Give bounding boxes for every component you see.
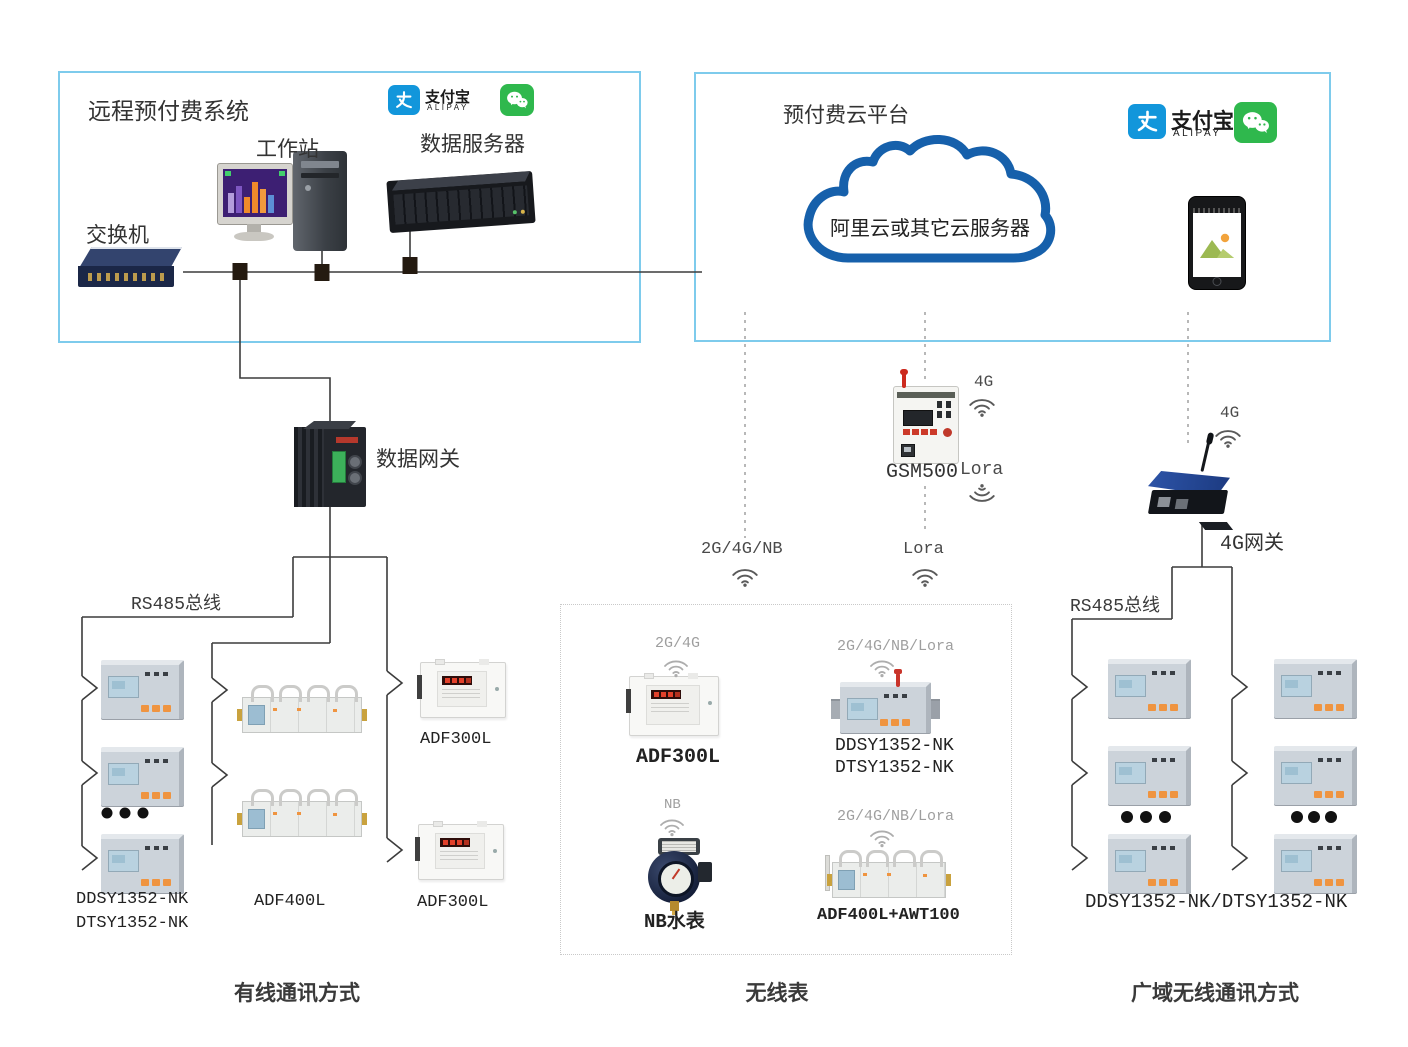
alipay-wordmark: 支付宝 [1171, 110, 1234, 133]
wireless-section-caption: 无线表 [745, 982, 809, 1005]
alipay-icon [1128, 104, 1166, 139]
data-gateway-label: 数据网关 [376, 447, 460, 471]
gsm-lora-wifi-icon [966, 483, 998, 507]
data-server [386, 170, 536, 234]
gsm-lora-label: Lora [960, 460, 1004, 480]
wan-section-caption: 广域无线通讯方式 [1131, 982, 1299, 1005]
lora-link-wifi-icon [909, 564, 941, 588]
nb-water-meter-label: NB水表 [644, 911, 705, 933]
ddsy-meter [1274, 746, 1357, 805]
rs485-bus-label-left: RS485总线 [131, 595, 222, 615]
ddsy-wireless-model-2: DTSY1352-NK [835, 758, 954, 778]
wired-section-caption: 有线通讯方式 [234, 982, 360, 1005]
workstation-label: 工作站 [256, 137, 319, 161]
adf300l-meter [417, 659, 506, 718]
adf400l-awt100-label: ADF400L+AWT100 [817, 906, 960, 925]
adf300l-label: ADF300L [420, 730, 492, 749]
gsm-4g-label: 4G [974, 373, 994, 391]
ddsy-meter [1108, 659, 1191, 718]
rs485-bus-label-right: RS485总线 [1070, 597, 1161, 617]
ddsy-wireless-model-1: DDSY1352-NK [835, 736, 954, 756]
wechat-icon [500, 84, 534, 116]
ddsy-wifi-icon [867, 656, 897, 678]
system-box-title: 远程预付费系统 [88, 99, 249, 125]
nb-wifi-icon [657, 815, 687, 837]
wireless-meter-box [560, 604, 1012, 955]
ddsy-meter [1108, 746, 1191, 805]
ddsy-signal-label: 2G/4G/NB/Lora [837, 638, 955, 655]
adf400l-meter [237, 789, 367, 837]
nb-signal-label: NB [664, 797, 681, 813]
ddsy-stack-model-2: DTSY1352-NK [76, 914, 189, 933]
alipay-wordmark-sub: ALIPAY [1173, 128, 1222, 139]
adf400l-label: ADF400L [254, 892, 326, 911]
adf300l-label: ADF300L [417, 893, 489, 912]
wan-4g-label: 4G [1220, 404, 1240, 422]
adf300l-meter [415, 821, 504, 880]
alipay-icon [388, 85, 420, 115]
adf400l-meter [237, 685, 367, 733]
ddsy-meter [101, 834, 184, 893]
ddsy-meter [1274, 659, 1357, 718]
switch-label: 交换机 [86, 223, 149, 247]
alipay-wordmark-sub: ALIPAY [427, 103, 469, 112]
remote-prepaid-system-box [58, 71, 641, 343]
wechat-icon [1234, 102, 1277, 143]
ddsy-wireless-meter [831, 669, 940, 733]
cloud-icon [798, 135, 1062, 270]
gsm500-label: GSM500 [886, 461, 959, 484]
data-gateway-device [294, 427, 366, 507]
workstation-monitor [217, 163, 293, 249]
wan-meters-label: DDSY1352-NK/DTSY1352-NK [1085, 891, 1348, 913]
wan-4g-wifi-icon [1212, 425, 1244, 449]
data-server-label: 数据服务器 [420, 132, 525, 156]
adf300l-wireless-label: ADF300L [636, 746, 721, 769]
ddsy-meter [101, 660, 184, 719]
cloud-server-label: 阿里云或其它云服务器 [830, 216, 1030, 240]
adf400l-awt-wifi-icon [867, 826, 897, 848]
workstation-tower [293, 151, 347, 251]
ethernet-switch [78, 247, 182, 287]
nb-water-meter [648, 838, 712, 915]
adf400l-awt100-meter [825, 850, 951, 898]
mobile-phone [1188, 196, 1246, 290]
ddsy-stack-model-1: DDSY1352-NK [76, 890, 189, 909]
adf300l-wifi-icon [661, 656, 691, 678]
ddsy-meter [101, 747, 184, 806]
4g-gateway-device [1146, 440, 1236, 530]
alipay-wordmark: 支付宝 [425, 89, 471, 106]
4g-gateway-label: 4G网关 [1220, 533, 1285, 556]
cloud-box-title: 预付费云平台 [783, 103, 909, 127]
gsm-4g-wifi-icon [966, 394, 998, 418]
lora-link-label: Lora [903, 540, 944, 559]
adf300l-signal-label: 2G/4G [655, 635, 701, 652]
adf400l-awt-signal-label: 2G/4G/NB/Lora [837, 808, 955, 825]
cellular-link-label: 2G/4G/NB [701, 540, 783, 559]
adf300l-wireless-meter [626, 673, 719, 736]
gsm500-device [893, 369, 959, 464]
ddsy-meter [1274, 834, 1357, 893]
cellular-link-wifi-icon [729, 564, 761, 588]
ddsy-meter [1108, 834, 1191, 893]
